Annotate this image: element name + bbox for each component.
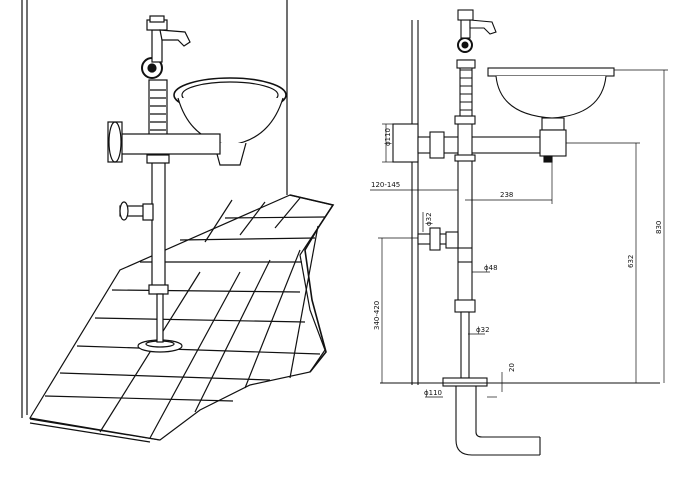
dim-wall-bracket: ϕ110 (384, 128, 392, 146)
dim-spout-reach: 238 (500, 191, 513, 199)
wall (21, 0, 288, 443)
dim-total-height: 830 (655, 221, 663, 234)
bowl (173, 77, 287, 166)
elevation-bowl (487, 67, 615, 163)
dim-foot-valve: ϕ32 (425, 212, 433, 226)
upper-valve (141, 15, 191, 141)
dim-wall-offset: 120-145 (371, 181, 400, 189)
dimension-lines (370, 69, 668, 398)
dim-base-diameter: ϕ110 (424, 389, 442, 397)
elevation-lower-inlet (417, 227, 459, 251)
elevation-wall (411, 20, 419, 385)
lower-wall-inlet (119, 201, 154, 221)
perspective-view (21, 0, 335, 443)
elevation-view: ϕ110 120-145 238 ϕ32 340-420 ϕ48 ϕ32 632… (370, 9, 668, 456)
elevation-column (454, 115, 476, 379)
tiled-floor (29, 194, 335, 441)
dim-column-diameter: ϕ48 (484, 264, 498, 272)
dim-base-thickness: 20 (508, 363, 516, 372)
dim-bowl-height: 632 (627, 255, 635, 268)
dim-lower-pipe: ϕ32 (476, 326, 490, 334)
dimension-labels: ϕ110 120-145 238 ϕ32 340-420 ϕ48 ϕ32 632… (371, 128, 663, 397)
wall-arm (107, 121, 221, 163)
elevation-top-valve (456, 9, 497, 117)
elevation-base-drain (380, 377, 660, 456)
dim-inlet-height: 340-420 (373, 301, 381, 330)
wall-bracket (392, 123, 419, 163)
